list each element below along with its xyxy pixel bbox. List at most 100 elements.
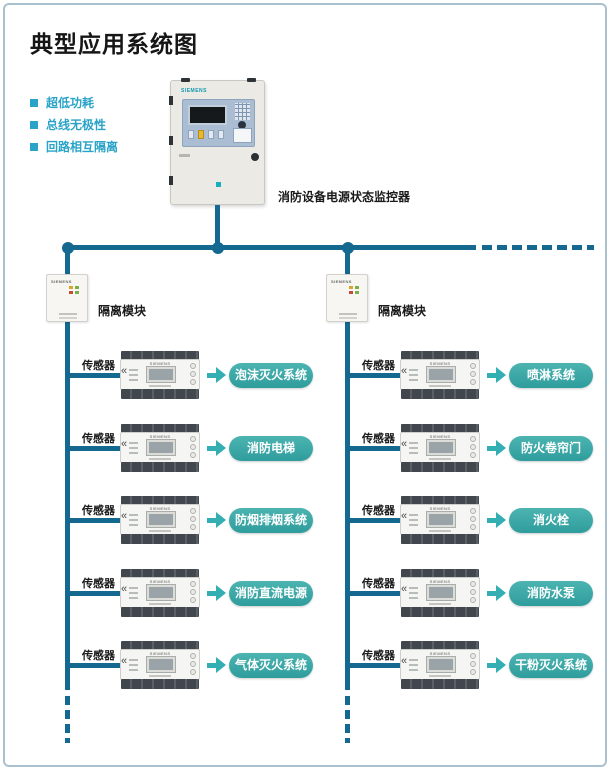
device-top-rail	[121, 351, 199, 360]
power-sensor-device: SIEMENS	[120, 424, 200, 472]
controller-lock-knob-icon	[251, 153, 259, 161]
sensor-row: 传感器 SIEMENS 消火栓	[348, 496, 593, 544]
device-face: SIEMENS	[400, 504, 480, 535]
device-brand-label: SIEMENS	[149, 506, 171, 511]
controller-slot	[233, 128, 252, 143]
arrow-right-icon	[487, 440, 506, 456]
arrow-right-icon	[207, 657, 226, 673]
sensor-stub-line: 传感器	[68, 650, 120, 668]
device-screen	[146, 656, 176, 673]
device-face: SIEMENS	[400, 432, 480, 463]
module-footer-text	[59, 313, 77, 315]
isolation-module-device: SIEMENS	[46, 274, 88, 322]
device-bottom-rail	[121, 462, 199, 472]
device-face: SIEMENS	[400, 577, 480, 608]
arrow-right-icon	[207, 585, 226, 601]
device-brand-label: SIEMENS	[429, 361, 451, 366]
device-top-rail	[401, 496, 479, 505]
main-controller-device: SIEMENS	[169, 78, 265, 205]
device-buttons	[470, 581, 476, 603]
device-brand-label: SIEMENS	[429, 434, 451, 439]
controller-side-text	[179, 154, 190, 157]
device-brand-label: SIEMENS	[429, 506, 451, 511]
device-top-rail	[401, 351, 479, 360]
device-buttons	[470, 508, 476, 530]
sensor-label: 传感器	[82, 504, 115, 517]
device-bottom-rail	[121, 679, 199, 689]
target-system-badge: 泡沫灭火系统	[229, 362, 313, 388]
feature-label: 回路相互隔离	[46, 140, 119, 154]
isolation-module-device: SIEMENS	[326, 274, 368, 322]
device-top-rail	[121, 641, 199, 650]
device-screen	[426, 584, 456, 601]
device-screen	[426, 366, 456, 383]
controller-drop-line	[215, 205, 220, 248]
power-sensor-device: SIEMENS	[400, 569, 480, 617]
device-brand-label: SIEMENS	[149, 434, 171, 439]
arrow-right-icon	[207, 367, 226, 383]
sensor-stub-line: 传感器	[348, 578, 400, 596]
device-screen	[426, 439, 456, 456]
hinge-icon	[169, 96, 173, 105]
target-system-badge: 干粉灭火系统	[509, 652, 593, 678]
sensor-label: 传感器	[82, 359, 115, 372]
bullet-square-icon	[30, 121, 38, 129]
device-brand-label: SIEMENS	[429, 651, 451, 656]
sensor-row: 传感器 SIEMENS 消防电梯	[68, 424, 313, 472]
sensor-label: 传感器	[362, 649, 395, 662]
sensor-stub-line: 传感器	[68, 578, 120, 596]
arrow-right-icon	[487, 585, 506, 601]
sensor-row: 传感器 SIEMENS 泡沫灭火系统	[68, 351, 313, 399]
device-top-rail	[401, 641, 479, 650]
target-system-badge: 消防直流电源	[229, 580, 313, 606]
sensor-row: 传感器 SIEMENS 防烟排烟系统	[68, 496, 313, 544]
target-system-badge: 消火栓	[509, 507, 593, 533]
power-sensor-device: SIEMENS	[400, 351, 480, 399]
device-top-rail	[121, 569, 199, 578]
power-sensor-device: SIEMENS	[120, 351, 200, 399]
device-brand-label: SIEMENS	[429, 579, 451, 584]
device-buttons	[190, 363, 196, 385]
device-screen	[426, 511, 456, 528]
device-screen	[426, 656, 456, 673]
hinge-icon	[169, 136, 173, 145]
device-buttons	[190, 581, 196, 603]
feature-list: 超低功耗 总线无极性 回路相互隔离	[30, 94, 118, 160]
device-bottom-rail	[401, 679, 479, 689]
target-system-badge: 消防水泵	[509, 580, 593, 606]
device-bottom-rail	[121, 534, 199, 544]
isolation-module-label: 隔离模块	[378, 304, 427, 318]
sensor-row: 传感器 SIEMENS 气体灭火系统	[68, 641, 313, 689]
branch-line-left	[65, 248, 70, 690]
feature-item: 总线无极性	[30, 116, 118, 138]
controller-button-row	[188, 130, 224, 139]
page-title: 典型应用系统图	[30, 31, 198, 57]
isolation-module-label: 隔离模块	[98, 304, 147, 318]
device-face: SIEMENS	[120, 577, 200, 608]
mount-tab-icon	[181, 78, 190, 82]
device-screen	[146, 584, 176, 601]
branch-line-left-dashed	[65, 696, 70, 743]
arrow-right-icon	[207, 512, 226, 528]
device-buttons	[470, 436, 476, 458]
device-face: SIEMENS	[400, 649, 480, 680]
controller-label: 消防设备电源状态监控器	[278, 190, 411, 204]
sensor-stub-line: 传感器	[348, 650, 400, 668]
device-face: SIEMENS	[120, 359, 200, 390]
feature-label: 总线无极性	[46, 118, 107, 132]
device-face: SIEMENS	[400, 359, 480, 390]
device-screen	[146, 439, 176, 456]
branch-line-right-dashed	[345, 696, 350, 743]
device-top-rail	[401, 424, 479, 433]
controller-indicator-led-icon	[216, 182, 221, 187]
sensor-label: 传感器	[82, 432, 115, 445]
bullet-square-icon	[30, 99, 38, 107]
hinge-icon	[169, 176, 173, 185]
power-sensor-device: SIEMENS	[120, 641, 200, 689]
device-screen	[146, 511, 176, 528]
device-bottom-rail	[401, 462, 479, 472]
device-top-rail	[121, 496, 199, 505]
device-buttons	[190, 436, 196, 458]
sensor-row: 传感器 SIEMENS 防火卷帘门	[348, 424, 593, 472]
power-sensor-device: SIEMENS	[120, 496, 200, 544]
